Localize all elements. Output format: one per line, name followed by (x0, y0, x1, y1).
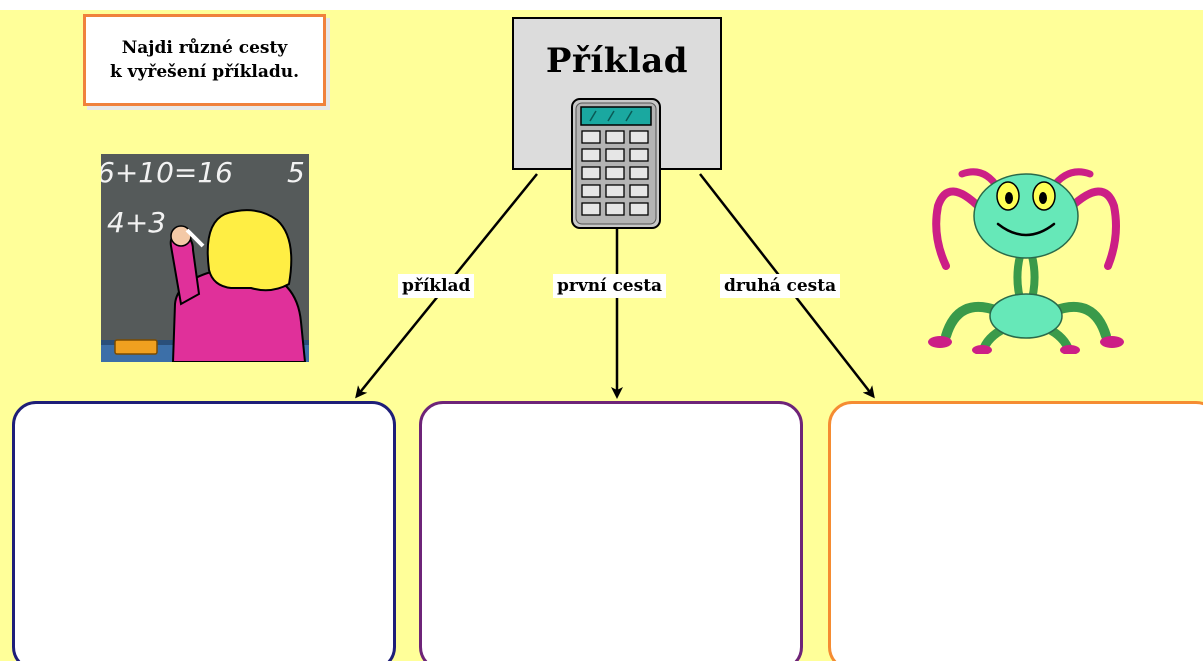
top-margin (0, 0, 1203, 10)
chalk-equation-2: 4+3 (107, 206, 166, 239)
chalk-equation-1: 6+10=16 (101, 156, 233, 189)
teacher-at-chalkboard-icon: 6+10=16 5 4+3 (101, 154, 309, 362)
answer-box-example[interactable] (12, 401, 396, 661)
chalk-number-5: 5 (287, 156, 305, 189)
answer-box-second-way[interactable] (828, 401, 1203, 661)
path-label-example: příklad (398, 274, 475, 298)
alien-creature-icon (928, 168, 1124, 354)
instruction-line-2: k vyřešení příkladu. (109, 62, 300, 82)
calculator-icon (571, 98, 661, 229)
answer-box-first-way[interactable] (419, 401, 803, 661)
instruction-card: Najdi různé cesty k vyřešení příkladu. (83, 14, 326, 106)
instruction-line-1: Najdi různé cesty (121, 38, 288, 58)
path-label-first-way: první cesta (553, 274, 667, 298)
example-title: Příklad (545, 41, 689, 81)
path-label-second-way: druhá cesta (720, 274, 841, 298)
